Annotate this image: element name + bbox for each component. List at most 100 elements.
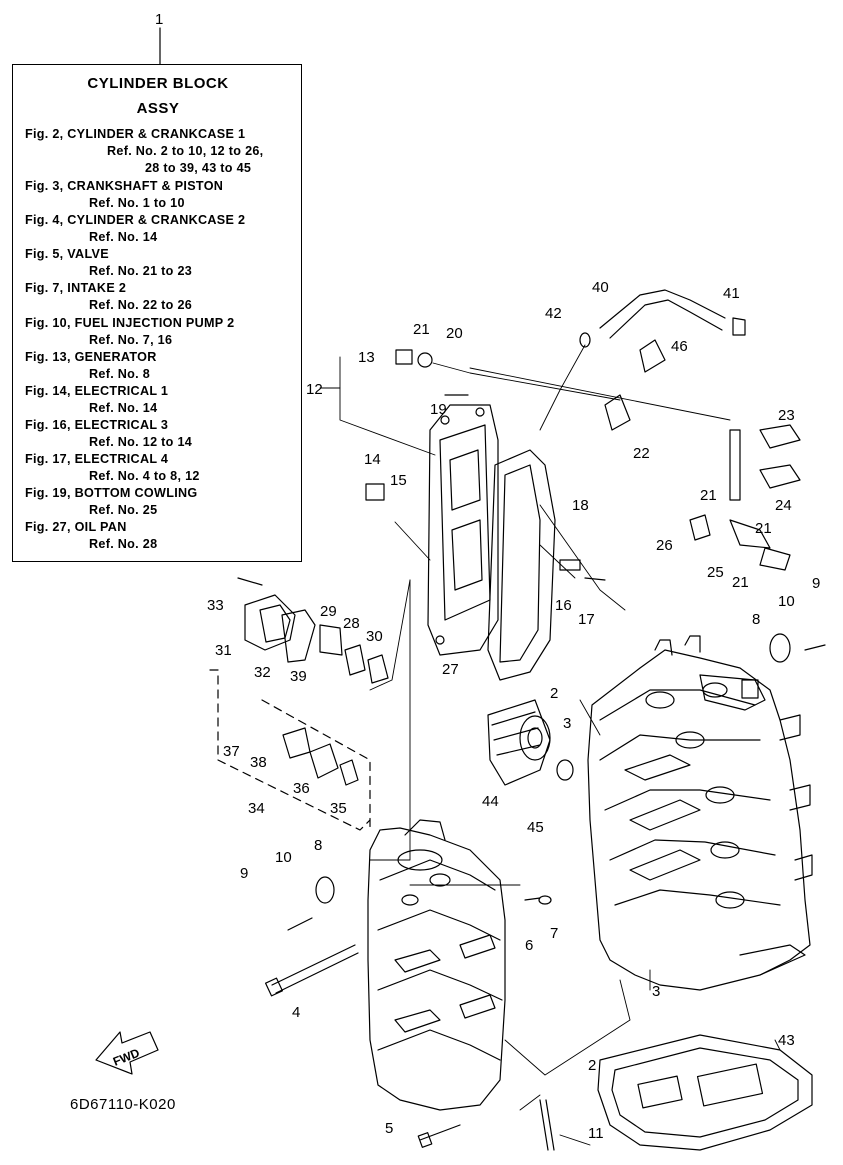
legend-line: Fig. 14, ELECTRICAL 1: [25, 384, 169, 398]
callout-40: 40: [592, 279, 609, 296]
callout-37: 37: [223, 743, 240, 760]
callout-30: 30: [366, 628, 383, 645]
callout-25: 25: [707, 564, 724, 581]
callout-42: 42: [545, 305, 562, 322]
callout-8a: 8: [752, 611, 760, 628]
callout-43: 43: [778, 1032, 795, 1049]
callout-29: 29: [320, 603, 337, 620]
thermostat-parts: [245, 595, 388, 683]
callout-38: 38: [250, 754, 267, 771]
legend-line: Fig. 2, CYLINDER & CRANKCASE 1: [25, 127, 246, 141]
callout-7a: 7: [550, 925, 558, 942]
callout-8b: 8: [314, 837, 322, 854]
fwd-label: FWD: [111, 1045, 142, 1068]
fwd-arrow-icon: [96, 1032, 158, 1074]
callout-39: 39: [290, 668, 307, 685]
exhaust-cover: [428, 405, 498, 655]
callout-21d: 21: [732, 574, 749, 591]
legend-line: Fig. 19, BOTTOM COWLING: [25, 486, 198, 500]
callout-13: 13: [358, 349, 375, 366]
callout-20: 20: [446, 325, 463, 342]
callout-labels: 1 2 2 3 3 4 5 6 7 8 8 9 9 10 10 11 12 13…: [155, 11, 820, 1142]
callout-36: 36: [293, 780, 310, 797]
legend-line: Ref. No. 22 to 26: [89, 298, 193, 312]
callout-32: 32: [254, 664, 271, 681]
legend-line: Ref. No. 14: [89, 230, 158, 244]
callout-12: 12: [306, 381, 323, 398]
diagram-part-code: 6D67110-K020: [70, 1096, 176, 1113]
legend-line: Ref. No. 2 to 10, 12 to 26,: [107, 144, 264, 158]
callout-22: 22: [633, 445, 650, 462]
callout-19: 19: [430, 401, 447, 418]
legend-line: Ref. No. 4 to 8, 12: [89, 469, 200, 483]
legend-title: CYLINDER BLOCK: [87, 75, 229, 92]
callout-33: 33: [207, 597, 224, 614]
callout-34: 34: [248, 800, 265, 817]
callout-21b: 21: [700, 487, 717, 504]
callout-21a: 21: [413, 321, 430, 338]
legend-subtitle: ASSY: [136, 100, 180, 117]
hose-assembly: [600, 290, 800, 570]
callout-3b: 3: [652, 983, 660, 1000]
legend-line: 28 to 39, 43 to 45: [145, 161, 252, 175]
callout-41: 41: [723, 285, 740, 302]
crankcase: [368, 820, 505, 1110]
small-parts: [316, 333, 790, 904]
legend-line: Fig. 10, FUEL INJECTION PUMP 2: [25, 316, 235, 330]
legend-line: Fig. 13, GENERATOR: [25, 350, 157, 364]
callout-15: 15: [390, 472, 407, 489]
callout-35: 35: [330, 800, 347, 817]
callout-17: 17: [578, 611, 595, 628]
callout-21c: 21: [755, 520, 772, 537]
bolts: [238, 395, 825, 1150]
callout-5: 5: [385, 1120, 393, 1137]
callout-44: 44: [482, 793, 499, 810]
legend-line: Fig. 17, ELECTRICAL 4: [25, 452, 169, 466]
legend-line: Ref. No. 14: [89, 401, 158, 415]
anode-parts: [283, 728, 358, 785]
exhaust-gasket: [488, 450, 555, 680]
callout-2a: 2: [550, 685, 558, 702]
callout-16: 16: [555, 597, 572, 614]
callout-2b: 2: [588, 1057, 596, 1074]
callout-27: 27: [442, 661, 459, 678]
dashed-group-outline: [210, 670, 370, 830]
callout-14: 14: [364, 451, 381, 468]
cylinder-block: [588, 636, 812, 990]
legend-line: Ref. No. 28: [89, 537, 158, 551]
callout-10a: 10: [778, 593, 795, 610]
legend-line: Ref. No. 8: [89, 367, 151, 381]
legend-line: Fig. 27, OIL PAN: [25, 520, 127, 534]
callout-28: 28: [343, 615, 360, 632]
legend-line: Ref. No. 7, 16: [89, 333, 173, 347]
callout-3a: 3: [563, 715, 571, 732]
callout-6: 6: [525, 937, 533, 954]
legend-line: Fig. 7, INTAKE 2: [25, 281, 127, 295]
callout-11: 11: [588, 1125, 604, 1142]
callout-24: 24: [775, 497, 792, 514]
oil-filter: [488, 700, 550, 785]
callout-46: 46: [671, 338, 688, 355]
callout-18: 18: [572, 497, 589, 514]
callout-31: 31: [215, 642, 232, 659]
legend-line: Ref. No. 21 to 23: [89, 264, 193, 278]
legend-line: Fig. 16, ELECTRICAL 3: [25, 418, 169, 432]
legend-line: Fig. 3, CRANKSHAFT & PISTON: [25, 179, 224, 193]
legend-box: CYLINDER BLOCK ASSY Fig. 2, CYLINDER & C…: [12, 64, 302, 562]
leader-lines: [320, 345, 780, 1145]
callout-26: 26: [656, 537, 673, 554]
oil-pan-gasket: [598, 1035, 812, 1150]
legend-line: Fig. 5, VALVE: [25, 247, 109, 261]
callout-9a: 9: [812, 575, 820, 592]
callout-4: 4: [292, 1004, 300, 1021]
callout-9b: 9: [240, 865, 248, 882]
legend-line: Fig. 4, CYLINDER & CRANKCASE 2: [25, 213, 246, 227]
legend-line: Ref. No. 1 to 10: [89, 196, 185, 210]
callout-assy: 1: [155, 11, 163, 28]
legend-line: Ref. No. 25: [89, 503, 158, 517]
callout-10b: 10: [275, 849, 292, 866]
callout-45: 45: [527, 819, 544, 836]
callout-23: 23: [778, 407, 795, 424]
